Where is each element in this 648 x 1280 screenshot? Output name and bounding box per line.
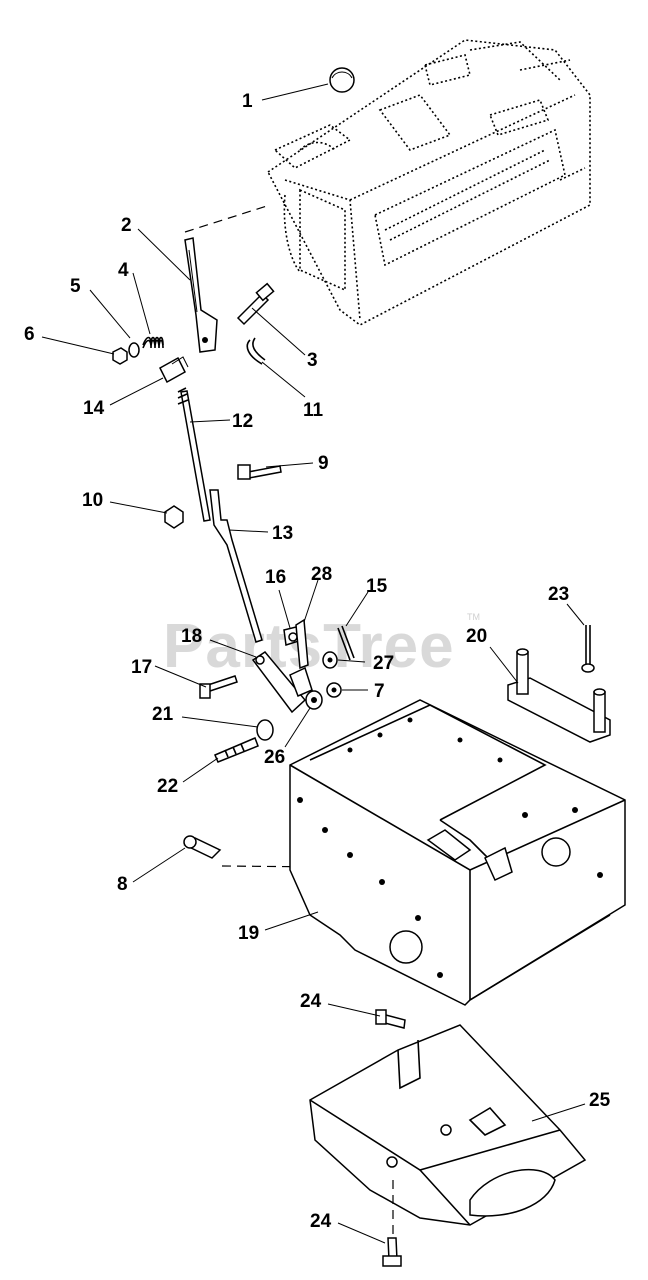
label-part-7: 7: [374, 681, 385, 702]
upper-shift-rod: [177, 387, 211, 522]
watermark-text: PartsTree: [163, 612, 455, 681]
label-part-25: 25: [589, 1090, 611, 1111]
knob: [329, 67, 355, 93]
label-part-22: 22: [157, 776, 178, 797]
bolt-24-upper: [375, 1009, 406, 1029]
label-part-20: 20: [466, 626, 487, 647]
part-labels: 1 2 3 4 5 6 7 8 9 10 11 12 13 14 15 16 1…: [24, 91, 611, 1232]
bracket-20: [507, 648, 611, 743]
ferrule: [159, 356, 189, 384]
bolt-22: [214, 737, 259, 763]
console-housing: [184, 39, 591, 326]
label-part-14: 14: [83, 398, 105, 419]
label-part-6: 6: [24, 324, 35, 345]
label-part-15: 15: [366, 576, 388, 597]
label-part-27: 27: [373, 653, 394, 674]
label-part-21: 21: [152, 704, 174, 725]
label-part-3: 3: [307, 350, 318, 371]
spring: [142, 336, 164, 349]
pin-23: [581, 625, 595, 673]
label-part-23: 23: [548, 584, 569, 605]
label-part-13: 13: [272, 523, 293, 544]
washer-26: [305, 690, 323, 710]
label-part-24-upper: 24: [300, 991, 322, 1012]
label-part-12: 12: [232, 411, 253, 432]
shift-arm-18: [251, 651, 313, 714]
label-part-16: 16: [265, 567, 286, 588]
bracket-28: [295, 618, 309, 670]
label-part-2: 2: [121, 215, 132, 236]
washer-5: [128, 342, 140, 358]
label-part-1: 1: [242, 91, 253, 112]
pin-15: [337, 625, 355, 661]
bolt-3: [236, 282, 275, 326]
bolt-9: [237, 464, 282, 480]
watermark-tm: TM: [467, 612, 480, 622]
label-part-10: 10: [82, 490, 103, 511]
label-part-9: 9: [318, 453, 329, 474]
washer-27: [322, 651, 338, 669]
nut-10: [164, 505, 184, 529]
lower-shift-rod: [209, 489, 263, 643]
label-part-8: 8: [117, 874, 128, 895]
label-part-24-lower: 24: [310, 1211, 332, 1232]
shift-lever: [184, 237, 218, 353]
frame-housing: [289, 699, 626, 1006]
label-part-5: 5: [70, 276, 81, 297]
bolt-24-lower: [382, 1237, 402, 1267]
leader-lines: [41, 83, 586, 1244]
label-part-19: 19: [238, 923, 259, 944]
label-part-28: 28: [311, 564, 332, 585]
watermark: PartsTree TM: [163, 612, 480, 681]
label-part-26: 26: [264, 747, 285, 768]
label-part-17: 17: [131, 657, 152, 678]
bottom-shield: [309, 1024, 587, 1235]
label-part-4: 4: [118, 260, 129, 281]
nut-7: [326, 682, 342, 698]
label-part-18: 18: [181, 626, 202, 647]
hairpin-clip: [246, 337, 266, 365]
washer-21: [256, 719, 274, 741]
label-part-11: 11: [303, 400, 324, 421]
bolt-17: [199, 675, 238, 699]
nut-6: [112, 347, 128, 365]
